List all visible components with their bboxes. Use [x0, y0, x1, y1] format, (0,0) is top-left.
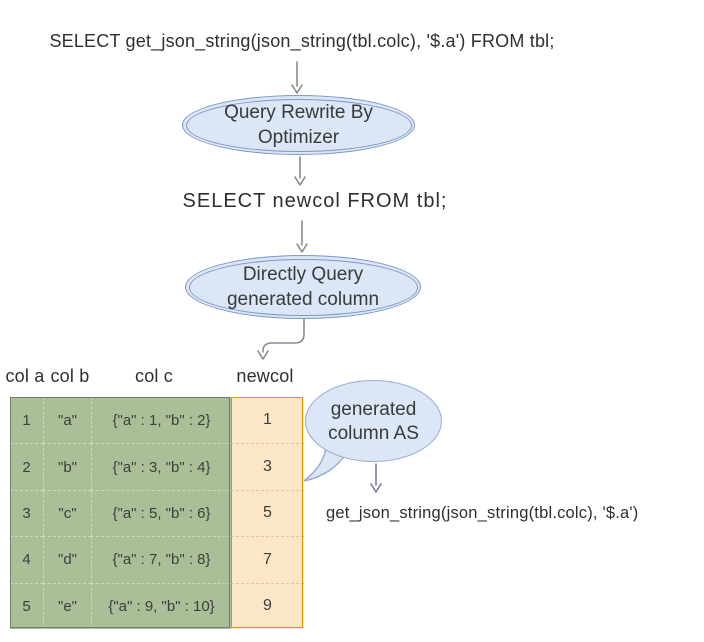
table-cell: "e" — [43, 582, 91, 629]
table-header-col-b: col b — [50, 366, 90, 386]
table-cell: {"a" : 7, "b" : 8} — [91, 536, 231, 583]
optimizer-node: Query Rewrite By Optimizer — [182, 95, 415, 155]
table-cell: "d" — [43, 536, 91, 583]
arrow-sql-to-optimizer — [291, 61, 303, 94]
arrow-querynode-to-newcol — [257, 317, 305, 360]
query-node-label-line2: generated column — [226, 289, 380, 310]
query-generated-column-node: Directly Query generated column — [185, 255, 421, 319]
table-cell: 7 — [231, 536, 304, 583]
table-header-col-c: col c — [134, 366, 174, 386]
table-cell: 9 — [231, 582, 304, 629]
table-cell: "a" — [43, 397, 91, 444]
table-cell: 3 — [10, 489, 43, 537]
table-cell: {"a" : 3, "b" : 4} — [91, 443, 231, 490]
bubble-label-line2: column AS — [328, 423, 419, 444]
optimizer-node-label-line2: Optimizer — [257, 127, 340, 148]
table-cell: 3 — [231, 443, 304, 490]
sql-rewritten-text: SELECT newcol FROM tbl; — [182, 190, 448, 212]
table-cell: "b" — [43, 443, 91, 490]
result-table: 1 "a" {"a" : 1, "b" : 2} 1 2 "b" {"a" : … — [10, 397, 304, 629]
table-cell: 1 — [231, 397, 304, 444]
table-cell: {"a" : 9, "b" : 10} — [91, 582, 231, 629]
sql-original-text: SELECT get_json_string(json_string(tbl.c… — [49, 31, 555, 51]
arrow-sql-to-querynode — [296, 220, 308, 253]
optimizer-node-label-line1: Query Rewrite By — [224, 102, 373, 123]
arrow-bubble-to-expression — [370, 463, 382, 493]
table-cell: "c" — [43, 489, 91, 537]
table-cell: 5 — [231, 489, 304, 537]
speech-bubble: generated column AS — [305, 380, 442, 462]
generated-column-expression: get_json_string(json_string(tbl.colc), '… — [326, 504, 639, 522]
table-header-col-a: col a — [5, 366, 45, 386]
table-header-newcol: newcol — [236, 366, 294, 386]
query-node-label-line1: Directly Query — [242, 264, 364, 285]
table-cell: {"a" : 1, "b" : 2} — [91, 397, 231, 444]
table-cell: {"a" : 5, "b" : 6} — [91, 489, 231, 537]
result-table-grid: 1 "a" {"a" : 1, "b" : 2} 1 2 "b" {"a" : … — [10, 397, 304, 629]
table-cell: 4 — [10, 536, 43, 583]
table-cell: 1 — [10, 397, 43, 444]
table-cell: 5 — [10, 582, 43, 629]
table-cell: 2 — [10, 443, 43, 490]
arrow-optimizer-to-sql — [294, 156, 306, 186]
bubble-label-line1: generated — [330, 399, 417, 420]
